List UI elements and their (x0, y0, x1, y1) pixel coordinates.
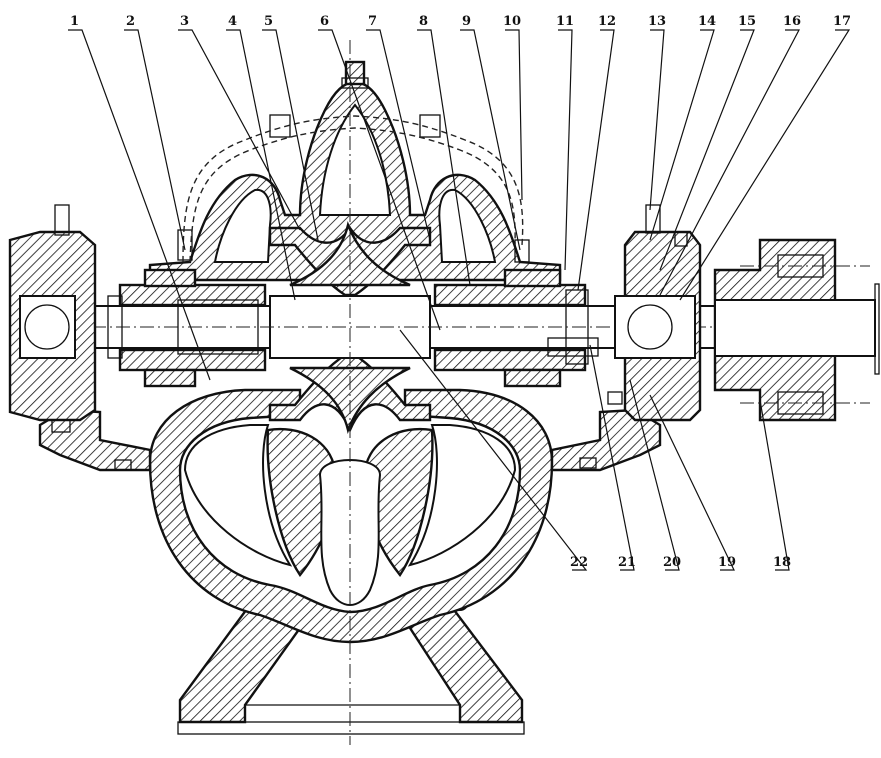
callout-13: 13 (648, 14, 666, 29)
callout-2: 2 (126, 14, 135, 29)
callout-22: 22 (570, 555, 588, 570)
callout-21: 21 (618, 555, 636, 570)
callout-14: 14 (698, 14, 716, 29)
callout-10: 10 (503, 14, 521, 29)
upper-casing (148, 60, 562, 282)
right-bearing-housing (607, 204, 702, 422)
callout-17: 17 (833, 14, 851, 29)
callout-8: 8 (419, 14, 428, 29)
left-shaft-seal (107, 268, 267, 388)
callout-12: 12 (598, 14, 616, 29)
callout-20: 20 (663, 555, 681, 570)
seal-water-pipes (182, 115, 524, 263)
coupling (713, 238, 880, 422)
callout-18: 18 (773, 555, 791, 570)
callout-labels: 1 2 3 4 5 6 7 8 9 10 11 12 13 14 15 16 1… (70, 14, 851, 570)
callout-1: 1 (70, 14, 79, 29)
callout-4: 4 (228, 14, 237, 29)
callout-19: 19 (718, 555, 736, 570)
callout-7: 7 (368, 14, 377, 29)
left-bearing-housing (8, 204, 97, 433)
callout-3: 3 (180, 14, 189, 29)
right-shaft-seal (433, 268, 599, 388)
callout-5: 5 (264, 14, 273, 29)
leader-lines (68, 29, 851, 571)
callout-16: 16 (783, 14, 801, 29)
callout-9: 9 (462, 14, 471, 29)
callout-11: 11 (556, 14, 574, 29)
callout-15: 15 (738, 14, 756, 29)
callout-6: 6 (320, 14, 329, 29)
